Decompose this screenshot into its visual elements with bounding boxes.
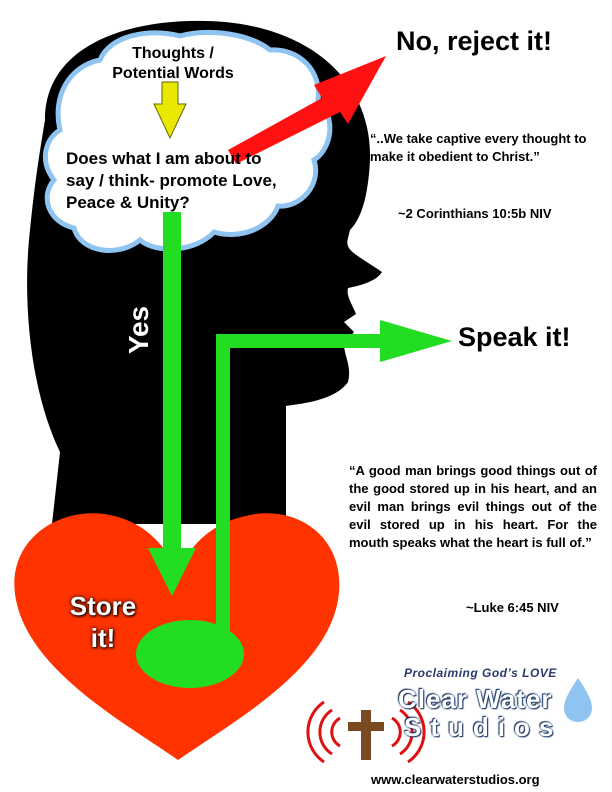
quote-luke: “A good man brings good things out of th… (349, 463, 597, 550)
speak-label: Speak it! (458, 322, 571, 352)
quote-luke-reference: ~Luke 6:45 NIV (466, 600, 559, 615)
store-label: Store it! (69, 591, 137, 653)
quote-corinthians-reference: ~2 Corinthians 10:5b NIV (398, 206, 552, 221)
quote-corinthians: “..We take captive every thought to make… (370, 131, 587, 164)
brain-bubble (42, 29, 333, 253)
down-arrow-icon (153, 81, 187, 140)
brand-tagline: Proclaiming God’s LOVE (404, 666, 557, 680)
question-text: Does what I am about to say / think- pro… (66, 149, 277, 212)
cross-icon (348, 710, 384, 760)
brand-name-line-2: Studios (404, 712, 563, 742)
water-drop-icon (564, 678, 592, 722)
thoughts-label: Thoughts / Potential Words (112, 45, 234, 82)
reject-arrow (228, 56, 386, 164)
yes-arrow (148, 212, 196, 596)
signal-waves-icon (306, 700, 426, 764)
brand-name-line-1: Clear Water (398, 684, 553, 714)
website-link[interactable]: www.clearwaterstudios.org (371, 772, 540, 787)
reject-label: No, reject it! (396, 26, 553, 56)
yes-label: Yes (123, 305, 154, 355)
